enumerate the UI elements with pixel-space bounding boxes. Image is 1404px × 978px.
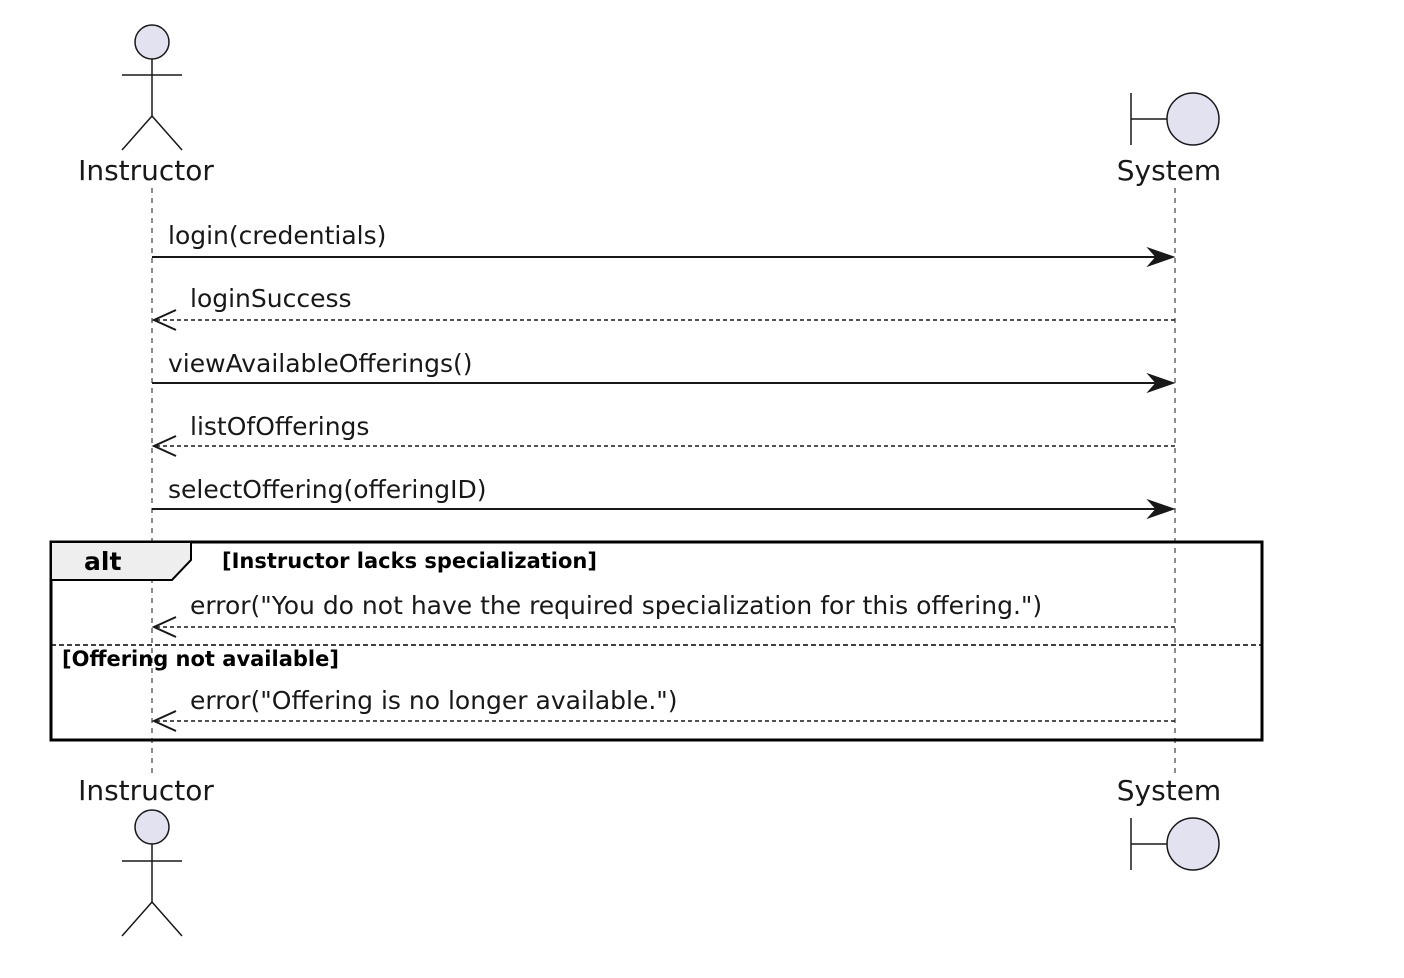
message-label: selectOffering(offeringID) — [168, 475, 486, 504]
message-error-specialization: error("You do not have the required spec… — [151, 591, 1175, 638]
participant-label-system: System — [1117, 154, 1221, 187]
participant-label-instructor: Instructor — [78, 154, 214, 187]
message-list-of-offerings: listOfOfferings — [151, 412, 1175, 457]
alt-fragment: alt [Instructor lacks specialization] er… — [49, 540, 1264, 742]
open-arrowhead-icon — [151, 616, 177, 638]
arrowhead-icon — [1146, 246, 1176, 268]
fragment-tab — [50, 541, 192, 581]
system-participant-top: System — [1117, 92, 1221, 187]
guard-condition-1: [Instructor lacks specialization] — [222, 549, 597, 573]
actor-icon — [121, 809, 183, 937]
boundary-icon — [1130, 92, 1220, 146]
boundary-icon — [1130, 817, 1220, 871]
open-arrowhead-icon — [151, 435, 177, 457]
message-label: viewAvailableOfferings() — [168, 349, 472, 378]
message-login: login(credentials) — [152, 221, 1176, 268]
system-participant-bottom: System — [1117, 774, 1221, 871]
fragment-frame — [49, 540, 1264, 742]
message-label: error("You do not have the required spec… — [190, 591, 1042, 620]
guard-condition-2: [Offering not available] — [62, 647, 339, 671]
message-label: error("Offering is no longer available."… — [190, 686, 678, 715]
participant-label-system: System — [1117, 774, 1221, 807]
arrowhead-icon — [1146, 372, 1176, 394]
message-login-success: loginSuccess — [151, 284, 1175, 331]
message-label: login(credentials) — [168, 221, 386, 250]
instructor-participant-bottom: Instructor — [78, 774, 214, 937]
message-label: listOfOfferings — [190, 412, 369, 441]
message-label: loginSuccess — [190, 284, 352, 313]
arrowhead-icon — [1146, 498, 1176, 520]
open-arrowhead-icon — [151, 710, 177, 732]
actor-icon — [121, 24, 183, 151]
open-arrowhead-icon — [151, 309, 177, 331]
instructor-participant-top: Instructor — [78, 24, 214, 187]
message-select-offering: selectOffering(offeringID) — [152, 475, 1176, 520]
message-view-offerings: viewAvailableOfferings() — [152, 349, 1176, 394]
participant-label-instructor: Instructor — [78, 774, 214, 807]
fragment-keyword: alt — [84, 547, 121, 576]
message-error-not-available: error("Offering is no longer available."… — [151, 686, 1175, 732]
